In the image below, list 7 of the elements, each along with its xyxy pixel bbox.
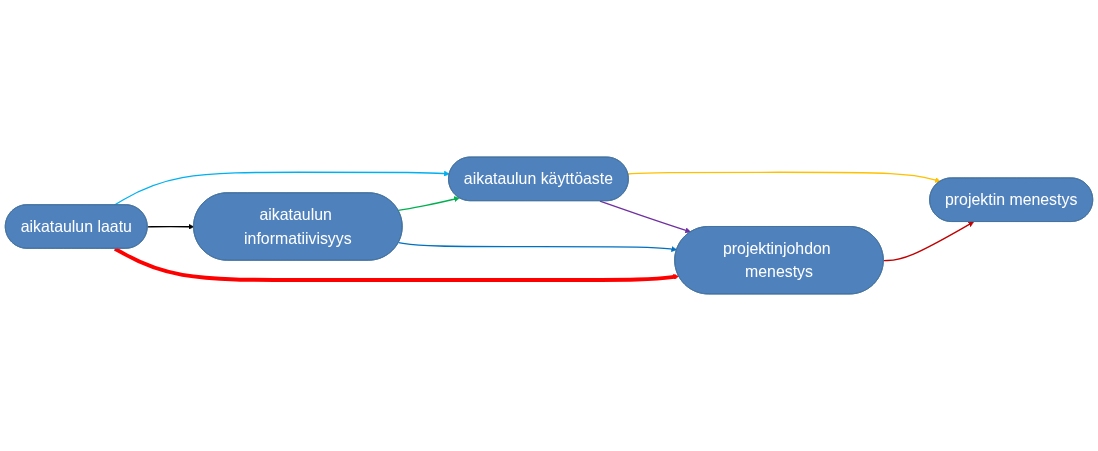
arrow xyxy=(113,170,450,206)
arrow xyxy=(883,221,974,262)
arrow xyxy=(397,242,678,252)
arrow xyxy=(627,171,941,183)
arrow xyxy=(146,223,195,230)
arrow xyxy=(599,200,691,234)
arrow xyxy=(397,196,460,212)
